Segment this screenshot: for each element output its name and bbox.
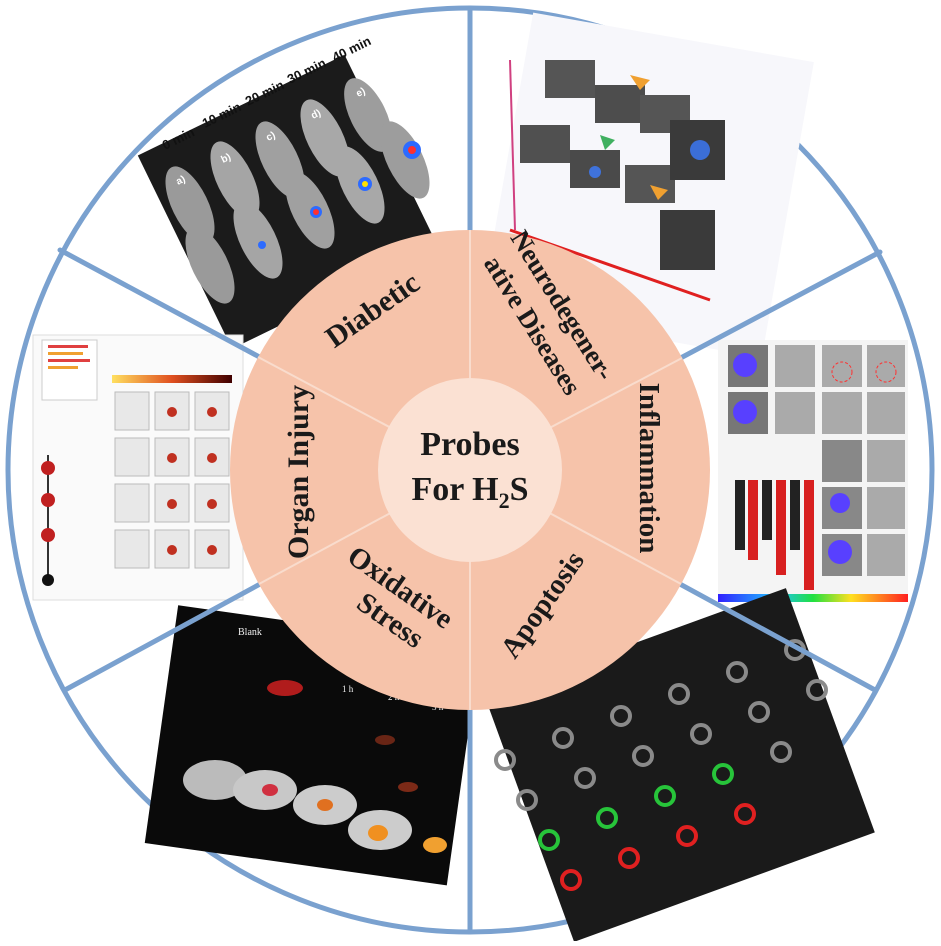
oxidative-fish (183, 680, 447, 853)
apoptosis-cell (610, 705, 632, 727)
organ-signal-dot (167, 545, 177, 555)
diabetic-mice (165, 78, 430, 304)
apoptosis-cell (734, 803, 756, 825)
organ-image-cell (114, 483, 150, 523)
apoptosis-cells (494, 639, 828, 891)
apoptosis-cell (726, 661, 748, 683)
apoptosis-cell (770, 741, 792, 763)
apoptosis-cell (668, 683, 690, 705)
apoptosis-cell (494, 749, 516, 771)
apoptosis-cell (632, 745, 654, 767)
organ-signal-dot (167, 453, 177, 463)
inflammation-imaging-panel (718, 340, 908, 602)
apoptosis-cell (690, 723, 712, 745)
oxidative-lps-time-1: 1 h (342, 684, 354, 694)
organ-signal-dot (207, 407, 217, 417)
apoptosis-cell (574, 767, 596, 789)
organ-signal-dot (167, 499, 177, 509)
apoptosis-cell (596, 807, 618, 829)
apoptosis-cell (676, 825, 698, 847)
diabetic-frame-letter: e) (354, 86, 367, 100)
apoptosis-cell (516, 789, 538, 811)
organ-image-cell (114, 391, 150, 431)
category-label-organ-injury: Organ Injury (282, 385, 315, 559)
organ-signal-dot (167, 407, 177, 417)
organ-signal-dot (207, 545, 217, 555)
diabetic-frame-letter: c) (264, 130, 277, 144)
center-title-line1: Probes (420, 426, 519, 463)
apoptosis-cell (618, 847, 640, 869)
organ-image-cell (114, 437, 150, 477)
organ-injury-panel (32, 334, 244, 601)
organ-image-cell (114, 529, 150, 569)
apoptosis-cell (806, 679, 828, 701)
apoptosis-cell (560, 869, 582, 891)
diabetic-frame-letter: b) (219, 152, 232, 166)
center-title-line2: For H2S (411, 471, 528, 513)
oxidative-header-blank: Blank (238, 627, 262, 638)
organ-signal-dot (207, 499, 217, 509)
category-label-inflammation: Inflammation (633, 383, 665, 554)
apoptosis-cell (538, 829, 560, 851)
diabetic-frame-letter: d) (309, 108, 322, 122)
apoptosis-cell (552, 727, 574, 749)
diabetic-frame-letter: a) (174, 174, 187, 188)
organ-signal-dot (207, 453, 217, 463)
apoptosis-cell (654, 785, 676, 807)
apoptosis-cell (748, 701, 770, 723)
apoptosis-cell (712, 763, 734, 785)
center-disc (378, 378, 562, 562)
